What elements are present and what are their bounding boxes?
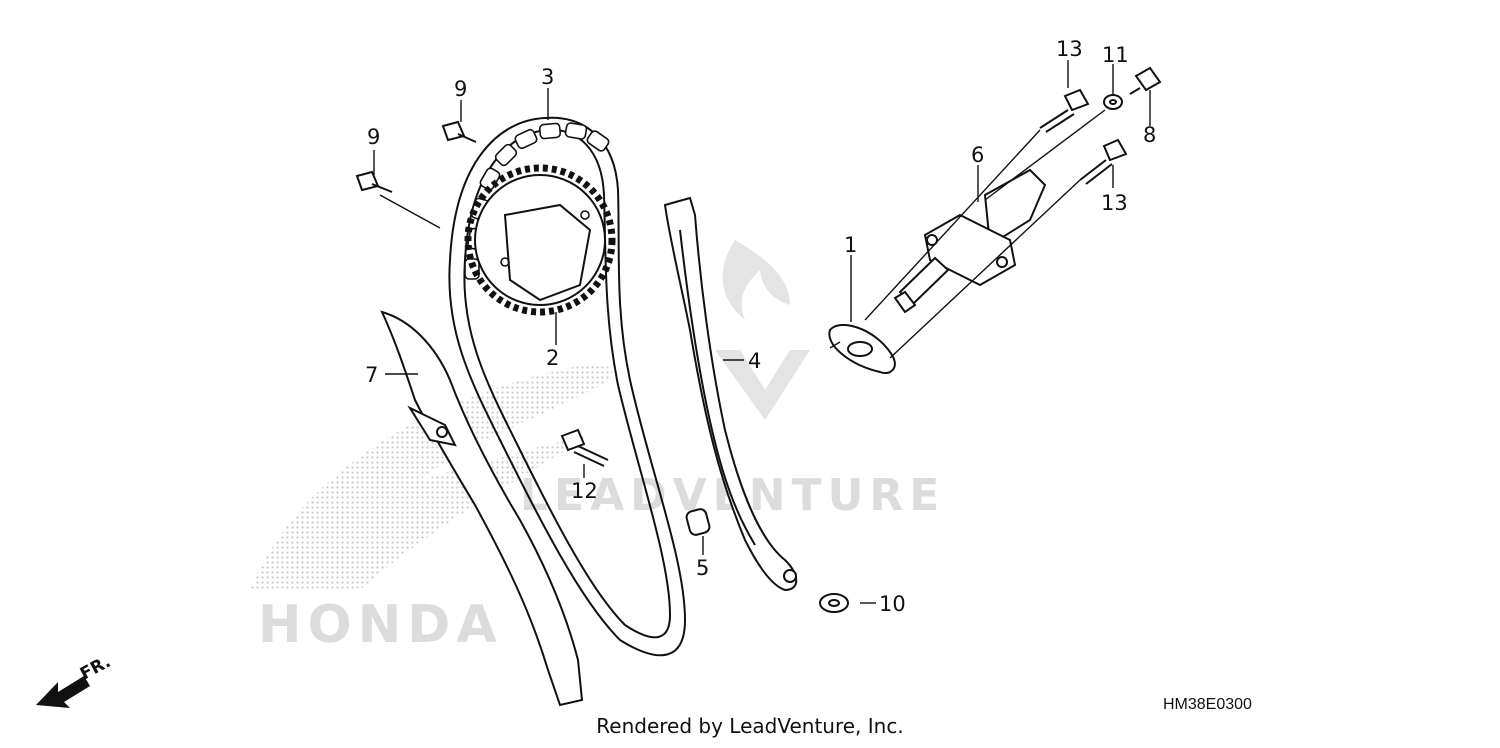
callout-5: 5 (696, 556, 709, 580)
callout-labels: 1 2 3 4 5 6 7 8 9 9 10 11 12 13 13 (365, 37, 1156, 616)
tensioner-lifter (893, 168, 1047, 314)
callout-13b: 13 (1101, 191, 1128, 215)
callout-7: 7 (365, 363, 378, 387)
front-direction-arrow: FR. (36, 652, 114, 708)
cam-chain-guide (663, 196, 798, 592)
flange-bolt-13b (1079, 138, 1128, 185)
callout-8: 8 (1143, 123, 1156, 147)
dowel-pin (685, 508, 711, 536)
flange-bolt-12 (560, 428, 609, 467)
callout-9b: 9 (454, 77, 467, 101)
callout-3: 3 (541, 65, 554, 89)
callout-6: 6 (971, 143, 984, 167)
callout-9a: 9 (367, 125, 380, 149)
callout-10: 10 (879, 592, 906, 616)
arrow-left-down-icon (36, 676, 90, 708)
washer-11 (1103, 94, 1123, 110)
callout-12: 12 (571, 479, 598, 503)
leader-lines (373, 60, 1151, 604)
callout-4: 4 (748, 349, 761, 373)
callout-2: 2 (546, 346, 559, 370)
cam-chain-tensioner-slipper (380, 310, 584, 707)
flange-bolt-9b (441, 120, 477, 143)
rendered-by-footer: Rendered by LeadVenture, Inc. (596, 714, 904, 738)
callout-1: 1 (844, 233, 857, 257)
callout-13a: 13 (1056, 37, 1083, 61)
flange-bolt-9a (355, 170, 393, 193)
diagram-code: HM38E0300 (1163, 696, 1252, 713)
tensioner-gasket (828, 324, 896, 374)
sealing-bolt-8 (1129, 66, 1162, 95)
honda-logo-text: HONDA (258, 595, 503, 655)
cam-sprocket (464, 164, 616, 316)
sealing-washer (819, 593, 849, 613)
flange-bolt-13a (1039, 88, 1090, 133)
callout-11: 11 (1102, 43, 1129, 67)
honda-wing-watermark: HONDA (250, 364, 613, 655)
